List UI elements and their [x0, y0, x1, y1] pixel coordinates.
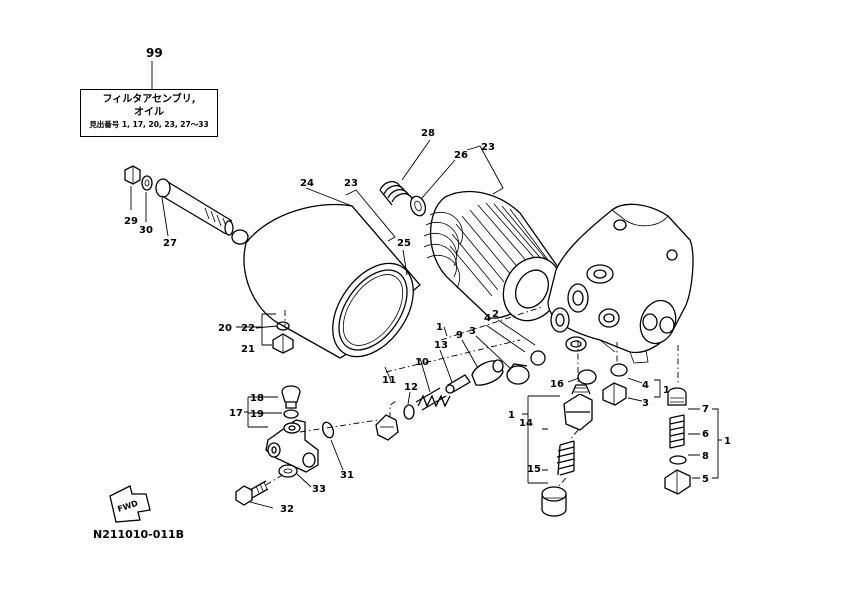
part-oring-small — [231, 229, 249, 245]
part-5-plug-bolt — [664, 469, 691, 495]
part-15-spring — [556, 440, 575, 476]
part-31-oring — [321, 421, 335, 439]
callout-31: 31 — [340, 470, 354, 481]
part-3-plug-top — [506, 363, 530, 385]
callout-28: 28 — [421, 128, 435, 139]
part-30-washer — [141, 175, 153, 191]
part-6-spring — [669, 414, 685, 449]
callout-4-top: 4 — [484, 313, 491, 324]
callout-18: 18 — [250, 393, 264, 404]
part-17-union-block — [265, 419, 319, 473]
callout-2: 2 — [492, 309, 499, 320]
part-18-plug — [281, 385, 301, 409]
callout-7: 7 — [702, 404, 709, 415]
callout-27: 27 — [163, 238, 177, 249]
part-12-oring — [403, 404, 415, 420]
part-23-filter-element — [423, 190, 562, 322]
assembly-label-box: フィルタアセンブリ, オイル 見出番号 1, 17, 20, 23, 27〜33 — [80, 89, 218, 137]
callout-99: 99 — [146, 46, 163, 60]
callout-25: 25 — [397, 238, 411, 249]
part-7-plug — [667, 387, 687, 406]
part-19-oring — [283, 409, 299, 419]
callout-1-right: 1 — [663, 385, 670, 396]
fwd-arrow-icon: FWD — [109, 485, 151, 523]
part-1-filter-body — [547, 203, 694, 364]
part-8-oring — [669, 455, 687, 465]
callout-23-left: 23 — [344, 178, 358, 189]
callout-5: 5 — [702, 474, 709, 485]
callout-1-top: 1 — [436, 322, 443, 333]
callout-12: 12 — [404, 382, 418, 393]
callout-9: 9 — [456, 330, 463, 341]
part-28-spring — [379, 180, 413, 206]
assembly-name-line1: フィルタアセンブリ, — [102, 94, 196, 105]
part-14-valve-body — [563, 384, 593, 431]
callout-1-left: 1 — [508, 410, 515, 421]
callout-21: 21 — [241, 344, 255, 355]
callout-26: 26 — [454, 150, 468, 161]
callout-17: 17 — [229, 408, 243, 419]
part-32-bolt — [235, 480, 269, 506]
diagram-reference-code: N211010-011B — [93, 528, 185, 541]
part-15-plug — [541, 486, 567, 517]
callout-14: 14 — [519, 418, 533, 429]
part-26-washer — [409, 195, 427, 217]
part-11-bolt-head — [375, 399, 399, 441]
part-21-drain-bolt — [272, 333, 294, 354]
callout-32: 32 — [280, 504, 294, 515]
callout-10: 10 — [415, 357, 429, 368]
callout-4-right: 4 — [642, 380, 649, 391]
callout-20: 20 — [218, 323, 232, 334]
callout-29: 29 — [124, 216, 138, 227]
callout-13: 13 — [434, 340, 448, 351]
part-33-washer — [278, 464, 298, 478]
part-16-oring — [577, 369, 597, 385]
part-4-oring-top — [530, 350, 546, 366]
callout-3-top: 3 — [469, 326, 476, 337]
callout-24: 24 — [300, 178, 314, 189]
assembly-name-line2: オイル — [134, 107, 164, 118]
part-24-filter-case — [243, 203, 421, 359]
callout-8: 8 — [702, 451, 709, 462]
part-10-spring — [415, 387, 451, 411]
callout-3-right: 3 — [642, 398, 649, 409]
callout-15: 15 — [527, 464, 541, 475]
part-13-piston — [445, 374, 471, 394]
part-4-oring-right — [610, 363, 628, 377]
callout-16: 16 — [550, 379, 564, 390]
assembly-ref-numbers: 見出番号 1, 17, 20, 23, 27〜33 — [89, 120, 209, 129]
callout-19: 19 — [250, 409, 264, 420]
callout-30: 30 — [139, 225, 153, 236]
part-27-long-bolt — [155, 178, 234, 236]
callout-11: 11 — [382, 375, 396, 386]
part-29-nut — [124, 165, 141, 185]
callout-33: 33 — [312, 484, 326, 495]
callout-1-far-right: 1 — [724, 436, 731, 447]
part-9-valve-cap — [471, 359, 504, 386]
callout-23-right: 23 — [481, 142, 495, 153]
callout-22: 22 — [241, 323, 255, 334]
callout-6: 6 — [702, 429, 709, 440]
part-3-plug-right — [602, 382, 627, 406]
